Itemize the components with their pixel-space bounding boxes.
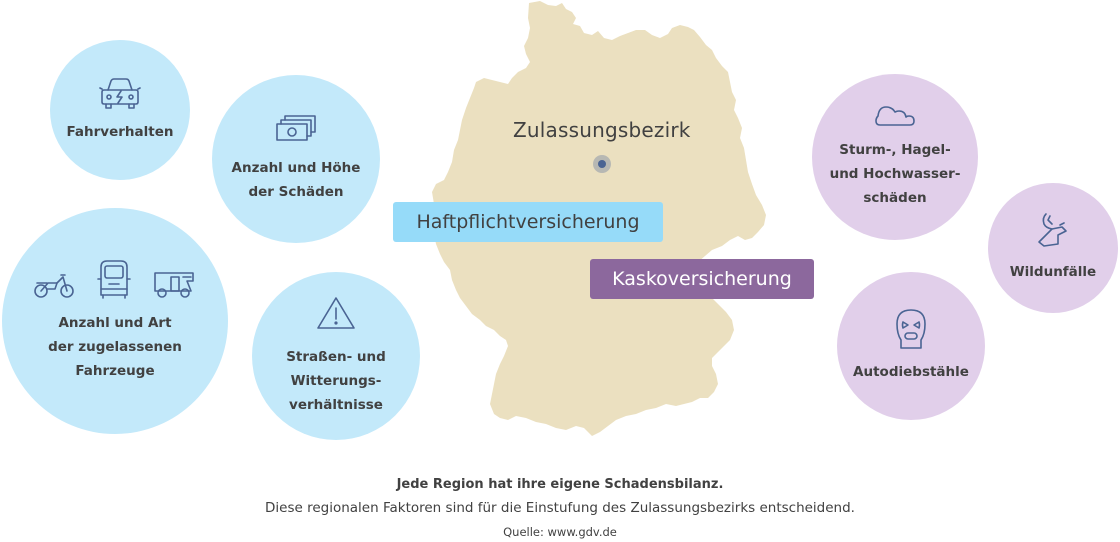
cloud-icon [874, 104, 916, 128]
factor-driving-behavior: Fahrverhalten [50, 40, 190, 180]
factor-label: Sturm-, Hagel- und Hochwasser- schäden [829, 142, 961, 206]
car-crash-icon [99, 76, 141, 110]
factor-label: Autodiebstähle [853, 364, 969, 380]
factor-car-theft: Autodiebstähle [837, 272, 985, 420]
camper-icon [153, 269, 197, 299]
factor-label: Wildunfälle [1009, 264, 1097, 280]
thief-mask-icon [895, 308, 927, 350]
van-icon [97, 259, 131, 299]
district-title: Zulassungsbezirk [513, 118, 691, 142]
motorcycle-icon [33, 271, 75, 299]
footer-text: Diese regionalen Faktoren sind für die E… [265, 500, 855, 516]
warning-triangle-icon [316, 295, 356, 331]
money-bills-icon [275, 114, 317, 142]
district-marker-dot [598, 160, 606, 168]
footer-headline: Jede Region hat ihre eigene Schadensbila… [396, 477, 724, 492]
factor-storm-hail-flood: Sturm-, Hagel- und Hochwasser- schäden [812, 74, 978, 240]
factor-label: Anzahl und Höhe der Schäden [231, 160, 361, 200]
liability-insurance-tag: Haftpflichtversicherung [393, 202, 663, 242]
comprehensive-insurance-tag: Kaskoversicherung [590, 259, 814, 299]
factor-label: Fahrverhalten [66, 124, 174, 140]
deer-icon [1036, 212, 1070, 250]
factor-road-weather: Straßen- und Witterungs- verhältnisse [252, 272, 420, 440]
footer-source: Quelle: www.gdv.de [503, 525, 617, 539]
factor-wildlife-accidents: Wildunfälle [988, 183, 1118, 313]
factor-claims-count-amount: Anzahl und Höhe der Schäden [212, 75, 380, 243]
factor-registered-vehicles: Anzahl und Art der zugelassenen Fahrzeug… [2, 208, 228, 434]
factor-label: Straßen- und Witterungs- verhältnisse [286, 349, 386, 413]
district-marker[interactable] [593, 155, 611, 173]
factor-label: Anzahl und Art der zugelassenen Fahrzeug… [48, 315, 182, 379]
